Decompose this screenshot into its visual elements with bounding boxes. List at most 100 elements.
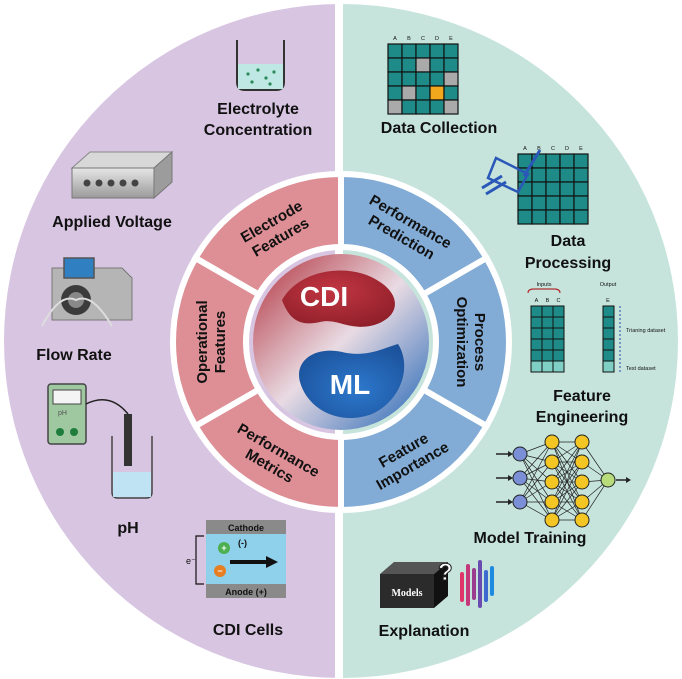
fe-output-cell	[602, 305, 615, 318]
dp-grid-cell	[545, 195, 561, 211]
nn-edge	[551, 441, 583, 483]
minus-ion-icon: −	[217, 566, 222, 576]
dp-grid-cell	[531, 167, 547, 183]
dc-grid-cell	[387, 43, 403, 59]
label-explanation: Explanation	[379, 623, 470, 640]
fe-output-cell	[602, 327, 615, 340]
nn-output-arrowhead	[626, 477, 631, 483]
cell-cathode-label: Cathode	[228, 523, 264, 533]
fe-grid-cell	[541, 360, 554, 373]
dp-grid-cell	[573, 195, 589, 211]
label-model-training: Model Training	[474, 530, 587, 547]
dc-grid-cell	[429, 57, 445, 73]
dc-grid-cell	[429, 71, 445, 87]
fe-output-cell	[602, 316, 615, 329]
models-box-icon: Models ?	[380, 559, 453, 608]
dc-grid-cell	[443, 57, 459, 73]
dp-grid-cell	[545, 181, 561, 197]
dc-grid-cell	[387, 85, 403, 101]
dp-grid-cell	[573, 209, 589, 225]
cell-electron-label: e⁻	[186, 556, 196, 566]
nn-edge	[581, 479, 609, 521]
fe-grid-cell	[552, 305, 565, 318]
ring-segment-electrode-features	[191, 170, 344, 299]
dc-grid-cell	[415, 43, 431, 59]
nn-node	[544, 512, 560, 528]
fe-col-header: A	[535, 298, 539, 304]
dc-grid-cell	[401, 57, 417, 73]
broom-icon	[481, 149, 542, 196]
dp-grid-cell	[545, 153, 561, 169]
label-applied-voltage: Applied Voltage	[52, 214, 172, 231]
dc-grid-cell	[429, 99, 445, 115]
label-data-processing-line1: Data	[551, 233, 586, 250]
nn-node	[512, 446, 528, 462]
dc-col-header: A	[393, 36, 397, 42]
nn-edge	[581, 441, 609, 481]
label-data-processing-line2: Processing	[525, 255, 611, 272]
nn-node	[544, 474, 560, 490]
nn-edge	[519, 453, 553, 521]
fe-col-header: B	[546, 298, 550, 304]
dp-grid-cell	[517, 209, 533, 225]
core-circle: CDI ML	[253, 254, 429, 430]
dc-grid-cell	[443, 99, 459, 115]
nn-node	[600, 472, 616, 488]
nn-node	[544, 454, 560, 470]
nn-node	[574, 474, 590, 490]
label-flow-rate: Flow Rate	[36, 347, 112, 364]
fe-grid-cell	[541, 305, 554, 318]
nn-node	[574, 494, 590, 510]
ph-meter-screen: pH	[58, 410, 67, 417]
fe-col-header: E	[606, 298, 610, 304]
dp-grid-cell	[559, 167, 575, 183]
dp-grid-cell	[545, 167, 561, 183]
nn-node	[544, 494, 560, 510]
dc-grid-cell	[401, 43, 417, 59]
models-box-label: Models	[391, 588, 422, 599]
dp-grid-cell	[573, 181, 589, 197]
fe-grid-cell	[530, 327, 543, 340]
nn-edge	[519, 461, 553, 503]
nn-edge	[551, 461, 583, 521]
ph-meter-icon: pH	[47, 383, 153, 499]
dp-grid-cell	[559, 153, 575, 169]
power-supply-icon	[70, 150, 174, 200]
middle-ring: ElectrodeFeaturesOperationalFeaturesPerf…	[170, 170, 512, 514]
core-blue-lobe	[299, 344, 405, 419]
dc-col-header: D	[435, 36, 439, 42]
dp-col-header: D	[565, 146, 569, 152]
dp-grid-cell	[531, 209, 547, 225]
dp-grid-cell	[559, 209, 575, 225]
fe-grid-cell	[530, 360, 543, 373]
nn-input-arrowhead	[508, 451, 513, 457]
dc-grid-cell	[387, 57, 403, 73]
core-label-cdi: CDI	[300, 281, 348, 312]
dp-col-header: E	[579, 146, 583, 152]
nn-edge	[519, 453, 553, 503]
dc-grid-cell	[443, 43, 459, 59]
fe-test-label: Test dataset	[626, 366, 656, 372]
fe-grid-cell	[541, 349, 554, 362]
fe-training-label: Trianing dataset	[626, 328, 666, 334]
nn-edge	[551, 461, 583, 503]
fe-output-cell	[602, 349, 615, 362]
nn-edge	[519, 441, 553, 503]
dc-grid-cell	[401, 71, 417, 87]
label-feature-engineering-line2: Engineering	[536, 409, 628, 426]
dp-grid-cell	[573, 153, 589, 169]
fe-output-cell	[602, 338, 615, 351]
fe-grid-cell	[530, 305, 543, 318]
fe-grid-cell	[552, 327, 565, 340]
fe-output-label: Output	[600, 282, 617, 288]
label-electrolyte-line1: Electrolyte	[217, 101, 299, 118]
label-electrolyte-line2: Concentration	[204, 122, 312, 139]
dp-grid-cell	[559, 181, 575, 197]
fe-grid-cell	[541, 338, 554, 351]
cdi-cell-icon: Cathode Anode (+) (-) + − e⁻	[186, 520, 286, 598]
dc-col-header: E	[449, 36, 453, 42]
nn-input-arrowhead	[508, 499, 513, 505]
dp-grid-cell	[531, 195, 547, 211]
